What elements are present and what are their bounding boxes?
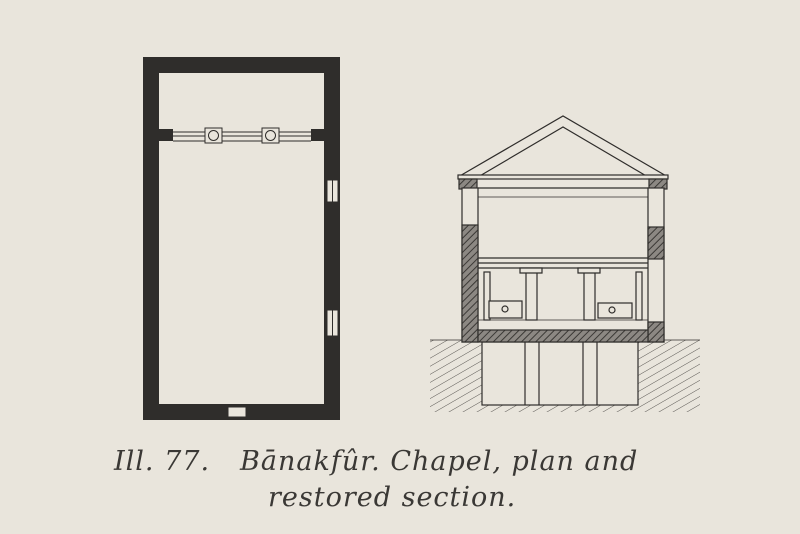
basement — [481, 341, 639, 406]
caption-line-1: Ill. 77. Bānakfûr. Chapel, plan and — [114, 446, 638, 477]
caption-text: Bānakfûr. Chapel, plan and — [240, 446, 639, 477]
caption-label: Ill. 77. — [114, 446, 211, 477]
columns — [483, 267, 643, 321]
roof-outer — [457, 115, 669, 178]
screen — [173, 127, 311, 144]
floor-plan — [143, 57, 340, 420]
plan-walls — [143, 57, 340, 420]
screen-pier-left — [159, 129, 173, 141]
screen-pier-right — [311, 129, 324, 141]
sarcophagi — [488, 300, 633, 319]
floor-slab — [477, 329, 649, 343]
right-wall — [647, 187, 665, 343]
openings — [227, 179, 339, 418]
section — [430, 115, 700, 412]
caption-line-2: restored section. — [268, 482, 517, 513]
